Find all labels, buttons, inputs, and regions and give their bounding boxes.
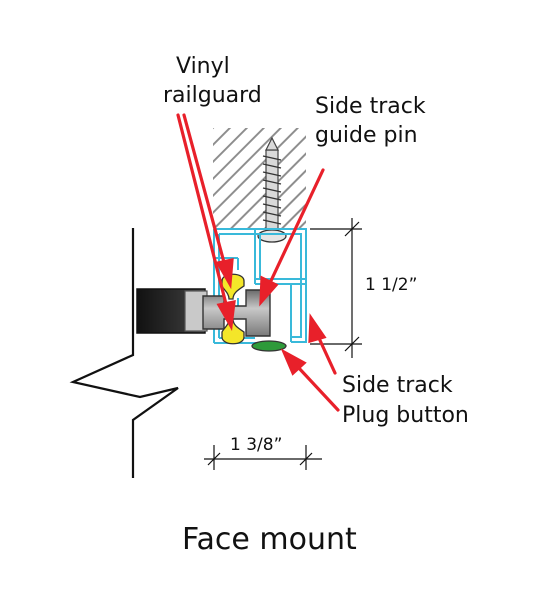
diagram-caption: Face mount: [182, 522, 357, 557]
height-dimension: [310, 218, 362, 358]
height-dimension-label: 1 1/2”: [365, 275, 417, 295]
plug-button-shape: [251, 340, 287, 352]
plug-button-label: Plug button: [342, 403, 469, 428]
width-dimension-label: 1 3/8”: [230, 435, 282, 455]
hatched-header: [213, 128, 306, 228]
vinyl-railguard-label-line2: railguard: [163, 83, 262, 108]
railguard-lower: [221, 318, 245, 345]
arrow-railguard-lower: [176, 113, 229, 310]
side-track-label: Side track: [342, 373, 453, 398]
vinyl-railguard-label-line1: Vinyl: [176, 54, 230, 79]
arrow-railguard-upper: [182, 113, 227, 268]
arrow-plug-button: [295, 364, 340, 412]
callout-arrows: [176, 113, 340, 412]
guide-pin-label-line2: guide pin: [315, 123, 418, 148]
arrow-guide-pin: [267, 168, 325, 287]
arrow-side-track: [316, 334, 337, 375]
wall-outline: [69, 228, 179, 478]
width-dimension: [204, 445, 322, 470]
guide-pin-label-line1: Side track: [315, 94, 426, 119]
